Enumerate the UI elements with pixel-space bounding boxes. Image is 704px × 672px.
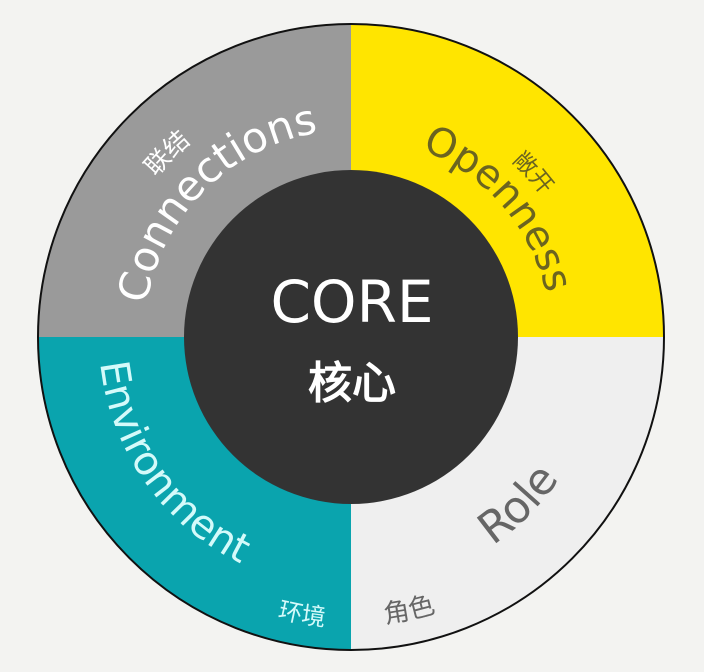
core-subtitle: 核心 [308, 358, 396, 409]
core-circle [184, 170, 518, 504]
outer-ring-outline [37, 23, 665, 651]
core-title: CORE [270, 268, 433, 336]
